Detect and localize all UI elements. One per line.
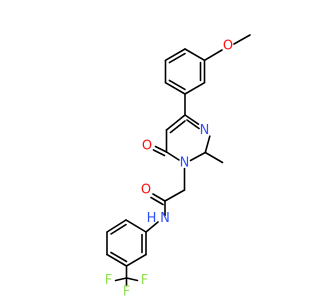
atom-f-right: F [141, 273, 148, 288]
bond [110, 223, 127, 235]
bond [164, 189, 186, 202]
atom-n-amide: N [160, 211, 170, 226]
atom-labels: O N O N O N H F F F [105, 39, 233, 300]
bonds [106, 34, 251, 287]
bond [204, 135, 211, 154]
bond [168, 52, 186, 64]
bond [184, 48, 206, 62]
bond [125, 277, 139, 282]
atom-f-bottom: F [123, 285, 130, 300]
bond [204, 151, 224, 164]
bond [186, 119, 200, 130]
atom-o-amide: O [141, 183, 151, 198]
bond [106, 219, 127, 233]
bond [110, 251, 128, 263]
bond [165, 151, 180, 161]
bond [152, 193, 166, 202]
atom-n-ring-top: N [200, 123, 210, 138]
atom-o-ring-carbonyl: O [142, 139, 152, 154]
atom-f-left: F [105, 273, 112, 288]
molecule-structure: O N O N O N H F F F [105, 34, 251, 300]
bond [168, 79, 186, 91]
bond [233, 34, 251, 45]
bond [165, 114, 186, 131]
bond [145, 221, 159, 233]
bond [164, 48, 186, 62]
bond [184, 81, 206, 95]
bond [150, 196, 164, 206]
bond [114, 277, 128, 282]
atom-h-amide: H [147, 211, 157, 226]
atom-n-ring-bottom: N [180, 156, 190, 171]
atom-o-methoxy: O [223, 39, 233, 54]
bond [125, 219, 147, 233]
bond [125, 253, 147, 267]
bond [106, 253, 128, 267]
bond [189, 151, 207, 162]
bond [203, 49, 223, 62]
bond [184, 114, 200, 125]
bond [169, 120, 186, 134]
bond [152, 149, 166, 157]
bond [154, 145, 168, 153]
bond [164, 81, 186, 95]
